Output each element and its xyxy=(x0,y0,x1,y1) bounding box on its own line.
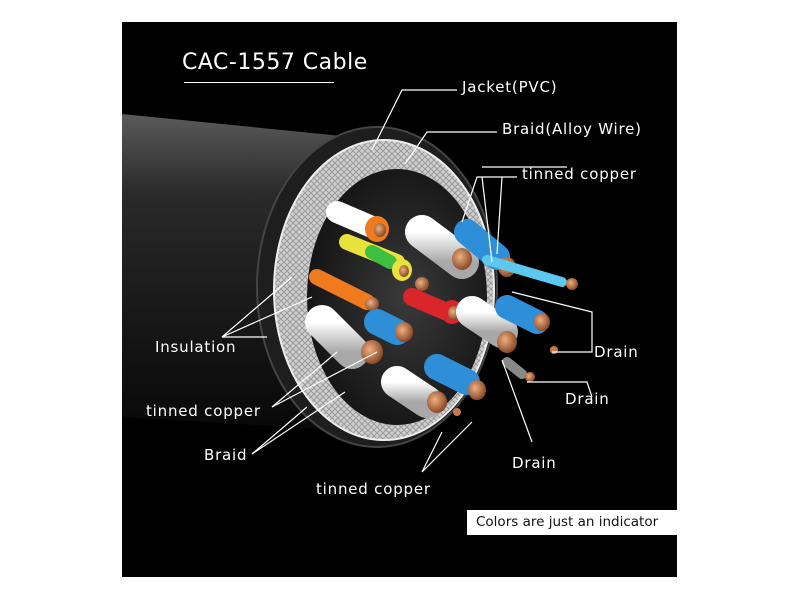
label-jacket: Jacket(PVC) xyxy=(462,78,558,96)
label-tinned-copper-left: tinned copper xyxy=(146,402,261,420)
label-drain-1: Drain xyxy=(594,343,639,361)
colors-indicator-note: Colors are just an indicator xyxy=(467,510,677,535)
label-tinned-copper-top: tinned copper xyxy=(522,165,637,183)
label-drain-2: Drain xyxy=(565,390,610,408)
label-tinned-copper-bottom: tinned copper xyxy=(316,480,431,498)
label-braid-alloy: Braid(Alloy Wire) xyxy=(502,120,642,138)
diagram-title: CAC-1557 Cable xyxy=(182,50,368,75)
leader-lines xyxy=(221,89,593,473)
label-braid: Braid xyxy=(204,446,248,464)
title-underline xyxy=(184,82,334,83)
cable-diagram-panel: CAC-1557 Cable Jacket(PVC) Braid(Alloy W… xyxy=(122,22,677,577)
label-insulation: Insulation xyxy=(155,338,237,356)
label-drain-3: Drain xyxy=(512,454,557,472)
cable-illustration xyxy=(122,89,593,473)
